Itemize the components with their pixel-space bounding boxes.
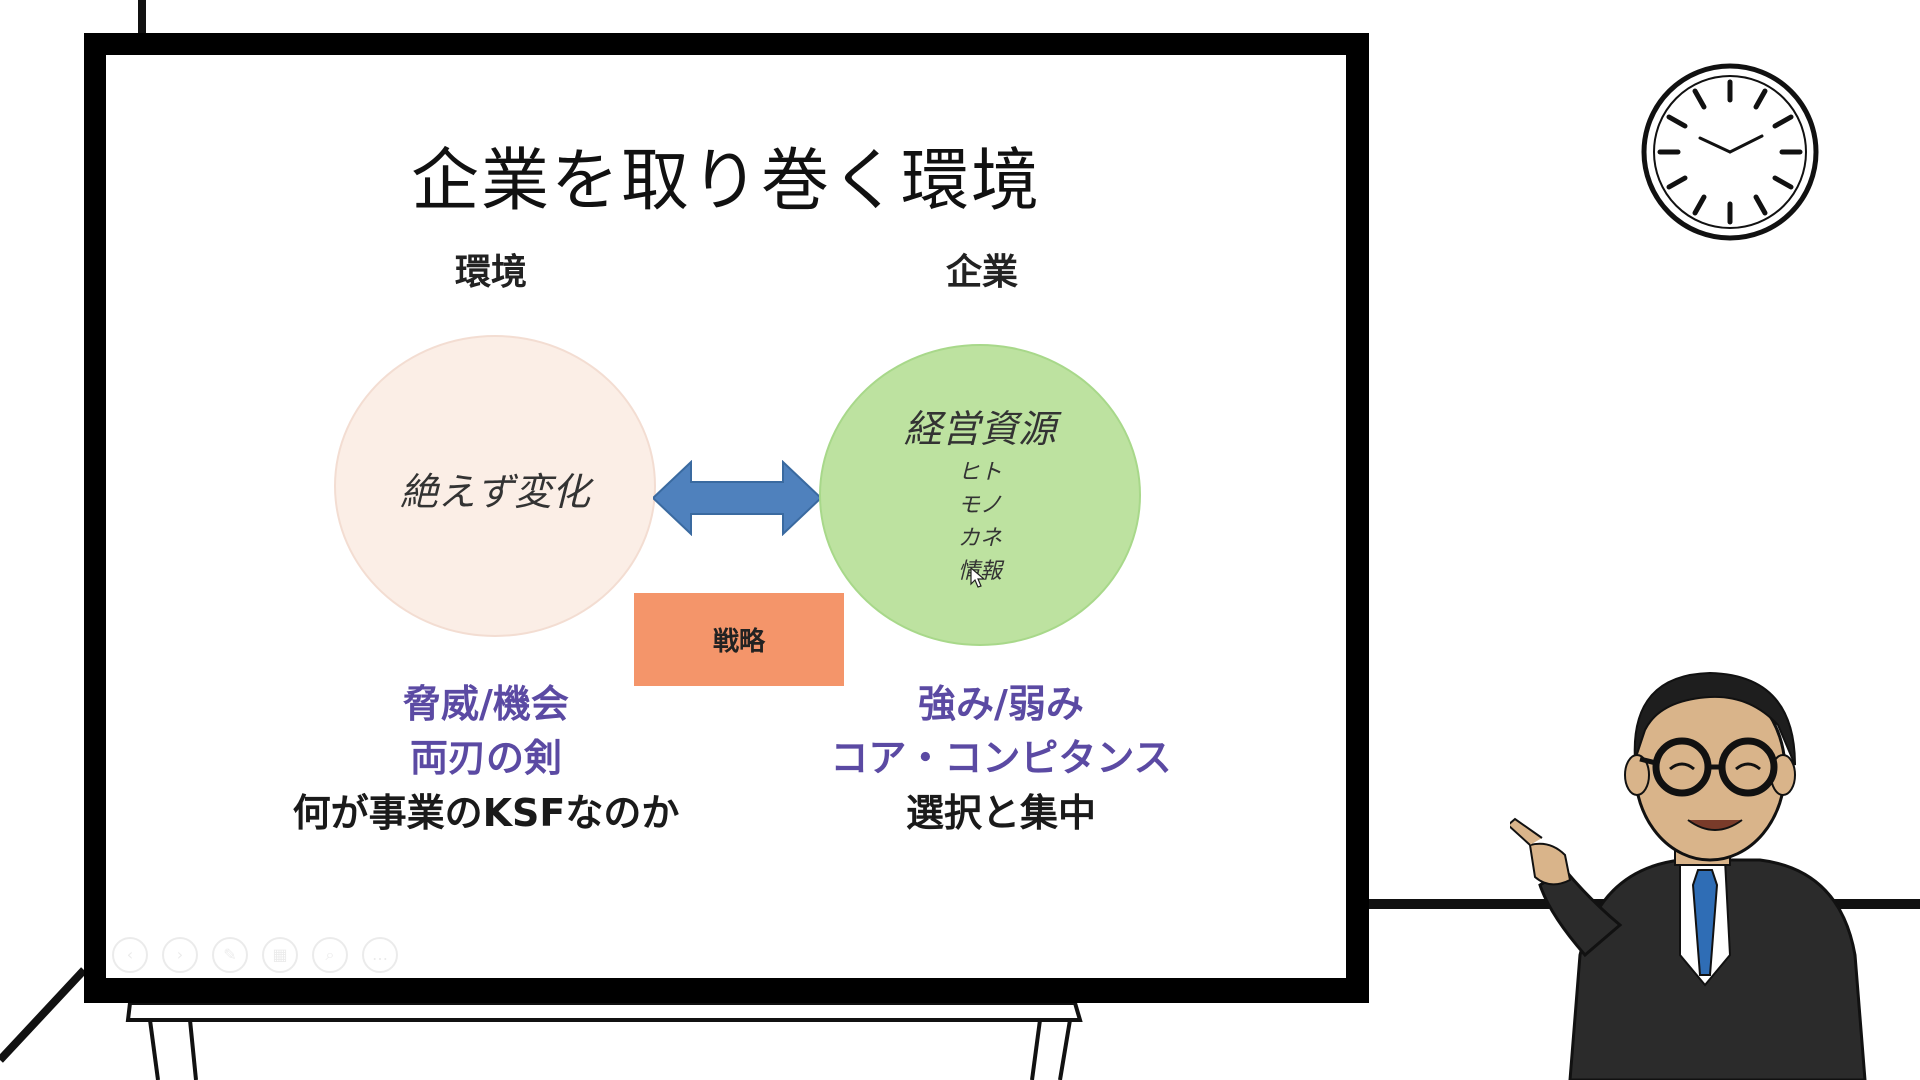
strength-weakness-text: 強み/弱み <box>918 682 1084 726</box>
threat-opportunity-text: 脅威/機会 <box>403 682 569 726</box>
double-arrow-icon <box>653 460 821 536</box>
zoom-icon[interactable]: ⌕ <box>312 937 348 973</box>
slides-icon[interactable]: ▦ <box>262 937 298 973</box>
presenter-illustration <box>1510 671 1867 1080</box>
resource-item: 情報 <box>957 559 1002 584</box>
slide: 企業を取り巻く環境 環境 企業 絶えず変化 経営資源 ヒト モノ カネ 情報 戦… <box>106 55 1346 978</box>
management-resources-circle: 経営資源 ヒト モノ カネ 情報 <box>819 344 1141 646</box>
core-competence-text: コア・コンピタンス <box>830 736 1172 780</box>
resource-item: モノ <box>957 493 1002 518</box>
environment-circle: 絶えず変化 <box>334 335 656 637</box>
environment-circle-text: 絶えず変化 <box>399 470 590 514</box>
wall-line-top <box>138 0 146 36</box>
company-heading: 企業 <box>945 252 1018 293</box>
ksf-question-text: 何が事業のKSFなのか <box>292 791 680 835</box>
previous-icon[interactable]: ‹ <box>112 937 148 973</box>
resource-item: カネ <box>957 526 1002 551</box>
management-resources-title: 経営資源 <box>903 407 1056 451</box>
environment-heading: 環境 <box>454 252 527 293</box>
selection-focus-text: 選択と集中 <box>905 791 1096 835</box>
strategy-label: 戦略 <box>712 627 765 657</box>
clock-icon <box>1641 63 1819 241</box>
slide-title: 企業を取り巻く環境 <box>410 142 1041 221</box>
resource-item: ヒト <box>957 460 1002 485</box>
more-icon[interactable]: … <box>362 937 398 973</box>
strategy-box: 戦略 <box>634 593 844 686</box>
slideshow-controls: ‹ › ✎ ▦ ⌕ … <box>112 937 398 973</box>
double-edged-sword-text: 両刃の剣 <box>409 736 562 780</box>
pen-icon[interactable]: ✎ <box>212 937 248 973</box>
cursor-icon <box>970 567 986 588</box>
next-icon[interactable]: › <box>162 937 198 973</box>
